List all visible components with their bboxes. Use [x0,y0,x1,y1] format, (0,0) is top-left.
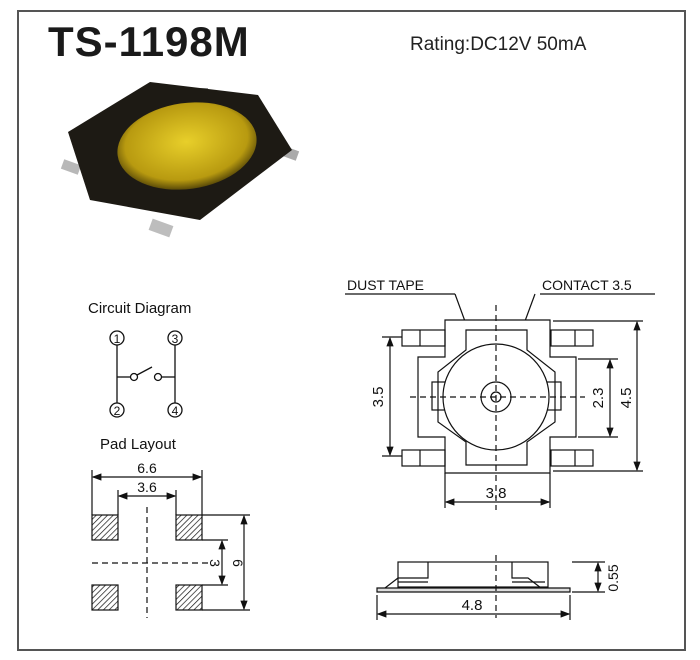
pad-dim-6: 6 [230,559,246,567]
pin-1: 1 [114,332,121,346]
pad-layout [91,470,250,618]
product-photo [60,82,300,238]
side-dim-4-8: 4.8 [462,597,483,614]
datasheet-frame [17,10,686,651]
contact-label: CONTACT 3.5 [542,277,632,293]
side-dim-0-55: 0.55 [605,564,621,591]
top-dim-3-5: 3.5 [370,387,387,408]
top-view-drawing [345,293,655,510]
top-dim-2-3: 2.3 [590,388,607,409]
pin-2: 2 [114,404,121,418]
circuit-diagram [109,330,183,418]
top-dim-3-8: 3.8 [486,485,507,502]
circuit-diagram-label: Circuit Diagram [88,300,191,317]
pin-3: 3 [172,332,179,346]
pin-4: 4 [172,404,179,418]
dust-tape-label: DUST TAPE [347,277,424,293]
pad-dim-3: 3 [207,559,223,567]
pad-dim-6-6: 6.6 [137,460,157,476]
part-number-title: TS-1198M [48,18,250,65]
rating-text: Rating:DC12V 50mA [410,34,587,55]
pad-layout-label: Pad Layout [100,436,177,453]
side-view-drawing [376,555,605,620]
top-dim-4-5: 4.5 [618,388,635,409]
pad-dim-3-6: 3.6 [137,479,157,495]
